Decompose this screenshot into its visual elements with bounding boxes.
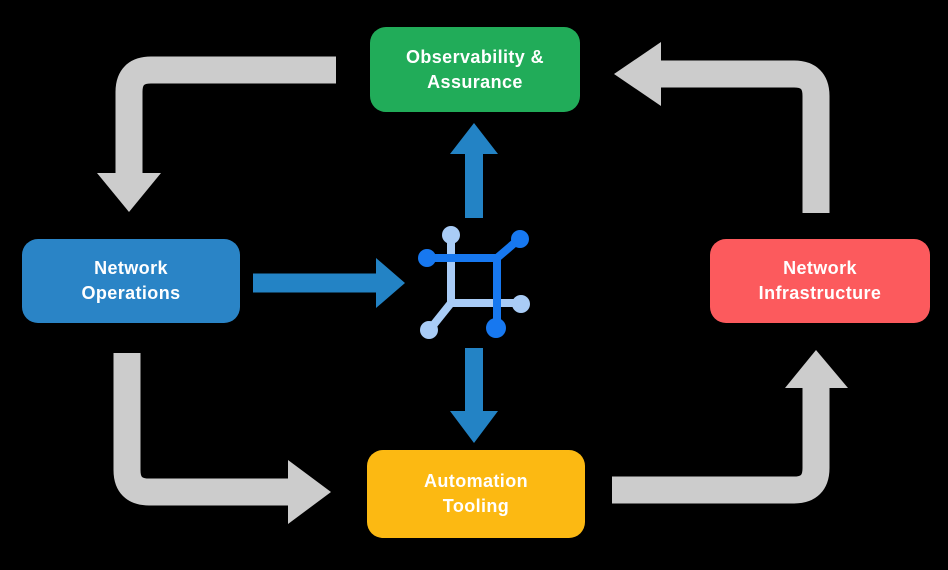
- network-nodes-icon-dark-part: [418, 230, 529, 338]
- flow-arrow-up: [450, 123, 498, 218]
- flow-arrow-right: [253, 258, 405, 308]
- network-nodes-icon-light-part: [420, 226, 530, 339]
- cycle-arrow-top-left: [97, 56, 336, 212]
- cycle-arrow-bottom-right: [612, 350, 848, 504]
- cycle-arrow-top-right: [614, 42, 830, 213]
- node-network-operations-label: Network Operations: [81, 258, 181, 303]
- node-observability-assurance-label: Observability & Assurance: [405, 46, 545, 92]
- node-automation-tooling: Automation Tooling: [367, 450, 585, 538]
- node-automation-tooling-label: Automation Tooling: [424, 471, 528, 516]
- node-network-infrastructure-label: Network Infrastructure: [758, 258, 882, 303]
- node-network-infrastructure: Network Infrastructure: [710, 239, 930, 323]
- cycle-arrow-bottom-left: [113, 353, 331, 524]
- network-nodes-icon: [418, 226, 530, 339]
- node-network-operations: Network Operations: [22, 239, 240, 323]
- flow-arrow-down: [450, 348, 498, 443]
- node-observability-assurance: Observability & Assurance: [370, 27, 580, 112]
